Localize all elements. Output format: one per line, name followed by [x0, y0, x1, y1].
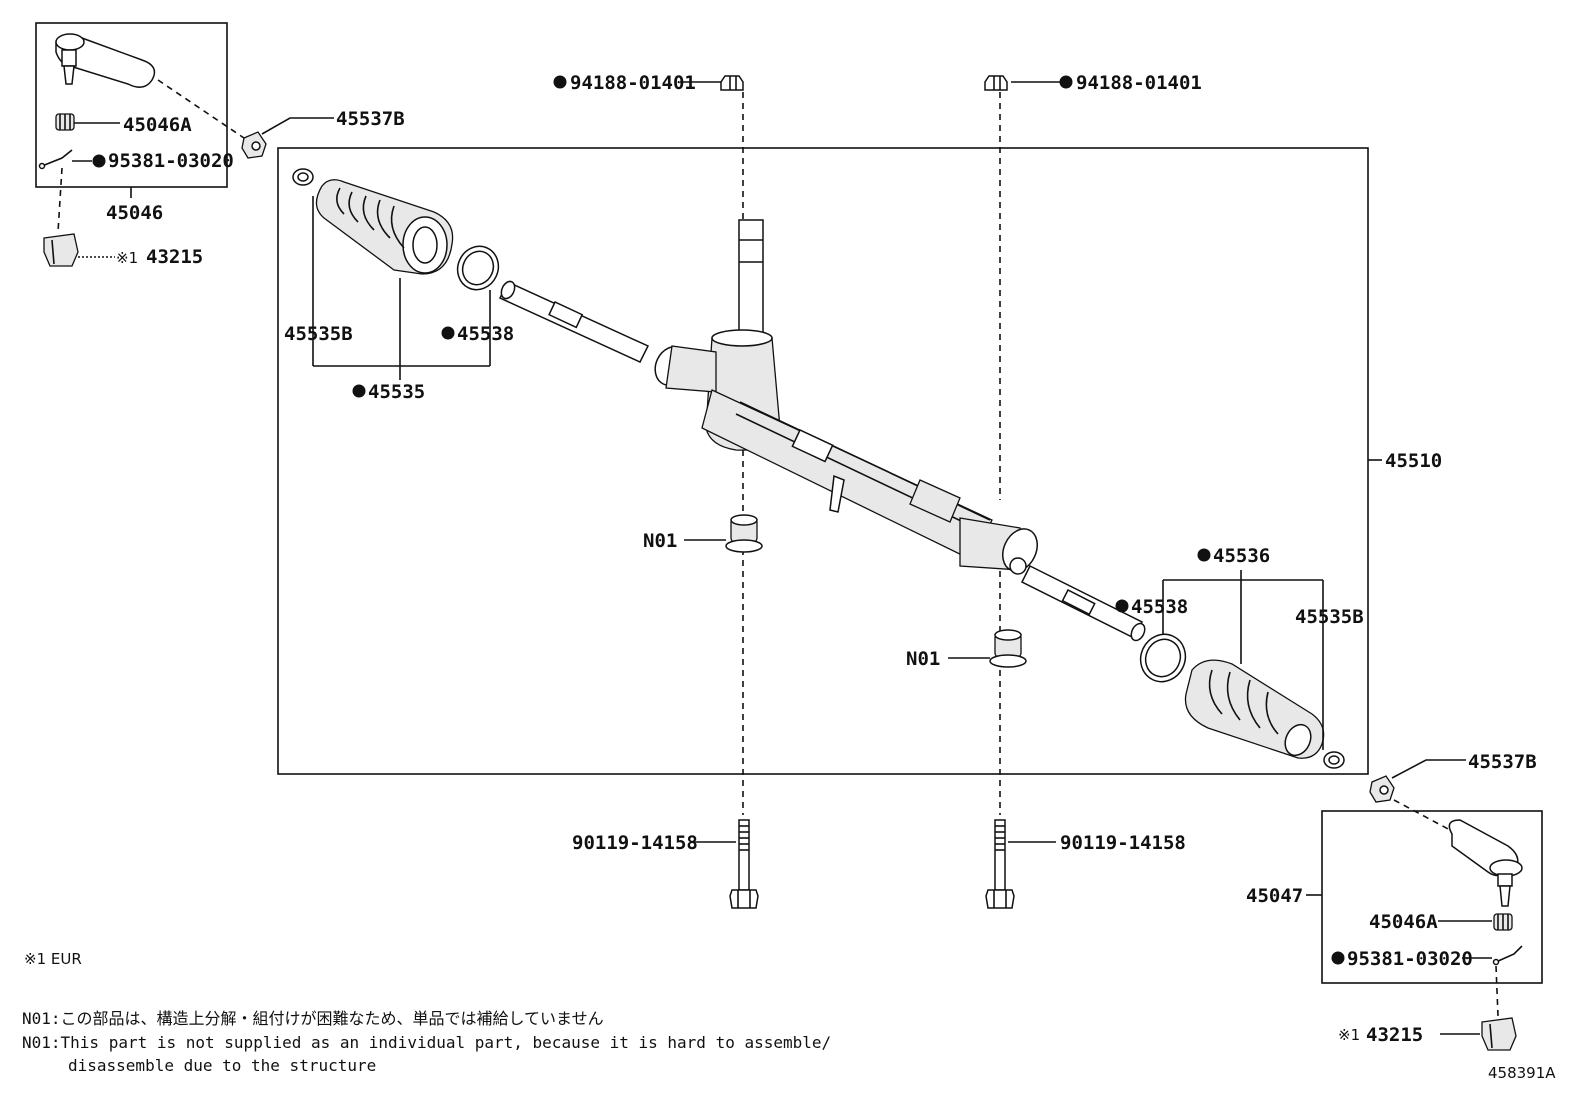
drawing-id: 458391A	[1488, 1064, 1556, 1082]
label-45538-left: 45538	[457, 323, 514, 345]
label-45536: 45536	[1213, 545, 1270, 567]
mark-43215-top: ※1	[116, 249, 138, 267]
label-45537b-bottom: 45537B	[1468, 751, 1537, 773]
label-45535b-left: 45535B	[284, 323, 353, 345]
boot-clamp-right-icon	[1323, 751, 1345, 769]
label-45538-right: 45538	[1131, 596, 1188, 618]
nut-94188-right-icon	[984, 75, 1008, 91]
bolt-90119-left-icon	[729, 819, 759, 909]
tie-rod-end-box-left: 45046A 95381-03020	[35, 22, 234, 188]
tie-rod-end-box-right: 45046A 95381-03020	[1321, 810, 1543, 984]
cotter-pin-bottom-icon	[1492, 945, 1523, 966]
label-90119-right: 90119-14158	[1060, 832, 1186, 854]
label-45047: 45047	[1246, 885, 1303, 907]
tie-rod-end-left-icon	[55, 33, 156, 88]
label-94188-left: 94188-01401	[570, 72, 696, 94]
label-90119-left: 90119-14158	[572, 832, 698, 854]
castle-nut-icon	[55, 113, 75, 131]
inner-tie-rod-right-icon	[1020, 564, 1146, 642]
note-n01-en-1: N01:This part is not supplied as an indi…	[22, 1033, 831, 1052]
steering-gear-box	[277, 147, 1369, 775]
label-n01-left: N01	[643, 530, 677, 552]
lock-nut-bottom-icon	[1369, 775, 1395, 803]
steering-rack-housing-icon	[654, 219, 1038, 575]
cotter-pin-icon	[38, 149, 73, 170]
label-45535b-right: 45535B	[1295, 606, 1364, 628]
label-43215-top: 43215	[146, 246, 203, 268]
castle-nut-bottom-icon	[1493, 913, 1513, 931]
note-n01-jp: N01:この部品は、構造上分解・組付けが困難なため、単品では補給していません	[22, 1009, 604, 1028]
mark-43215-bottom: ※1	[1338, 1026, 1360, 1044]
label-43215-bottom: 43215	[1366, 1024, 1423, 1046]
boot-cap-top-icon	[43, 233, 79, 267]
band-ring-right-icon	[1139, 633, 1187, 683]
lock-nut-top-icon	[241, 131, 267, 159]
label-45535: 45535	[368, 381, 425, 403]
bolt-90119-right-icon	[985, 819, 1015, 909]
mount-bushing-left-icon	[725, 514, 763, 553]
tie-rod-end-right-icon	[1448, 819, 1523, 907]
note-n01-en-2: disassemble due to the structure	[68, 1056, 376, 1075]
band-ring-left-icon	[456, 245, 500, 291]
rack-boot-left-icon	[315, 179, 454, 275]
label-95381-bottom: 95381-03020	[1347, 948, 1473, 970]
label-n01-right: N01	[906, 648, 940, 670]
label-94188-right: 94188-01401	[1076, 72, 1202, 94]
boot-clamp-left-icon	[292, 168, 314, 186]
rack-boot-right-icon	[1184, 659, 1325, 759]
inner-tie-rod-left-icon	[498, 280, 650, 363]
boot-cap-bottom-icon	[1481, 1017, 1517, 1051]
label-45046a-bottom: 45046A	[1369, 911, 1438, 933]
label-95381-top: 95381-03020	[108, 150, 234, 172]
nut-94188-left-icon	[720, 75, 744, 91]
label-45537b-top: 45537B	[336, 108, 405, 130]
label-45046: 45046	[106, 202, 163, 224]
label-45510: 45510	[1385, 450, 1442, 472]
note-eur: ※1 EUR	[24, 950, 82, 968]
label-45046a-top: 45046A	[123, 114, 192, 136]
mount-bushing-right-icon	[989, 629, 1027, 668]
